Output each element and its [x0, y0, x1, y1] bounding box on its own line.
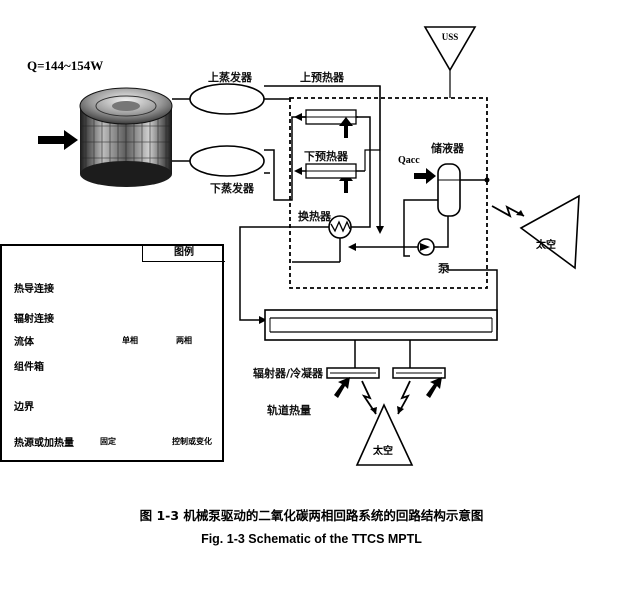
space-label-right: 太空	[536, 240, 556, 251]
figure-caption-english: Fig. 1-3 Schematic of the TTCS MPTL	[201, 532, 422, 546]
uss-label: USS	[441, 32, 459, 42]
legend-radiation: 辐射连接	[14, 314, 54, 325]
legend-fixed: 固定	[100, 437, 116, 446]
legend-heat-source: 热源或加热量	[14, 438, 74, 449]
legend-component-box: 组件箱	[14, 362, 44, 373]
heat-exchanger-label: 换热器	[298, 210, 331, 223]
qacc-heat-arrow	[414, 168, 436, 184]
radiation-link-bottom-right	[397, 380, 411, 415]
lower-preheater-label: 下预热器	[304, 150, 348, 163]
legend-two-phase: 两相	[176, 336, 192, 345]
qacc-label: Qacc	[398, 155, 420, 166]
legend-fluid: 流体	[14, 337, 34, 348]
heat-input-arrow	[38, 130, 78, 150]
upper-evaporator-label: 上蒸发器	[208, 71, 252, 84]
legend-title: 图例	[142, 245, 225, 262]
radiation-link-bottom-left	[361, 380, 377, 415]
legend-conduction: 热导连接	[14, 284, 54, 295]
legend: 图例 热导连接 辐射连接 流体 单相 两相 组件箱 边界 热源或加热量 固定 控…	[0, 244, 225, 462]
upper-preheater-heat-arrow	[339, 117, 353, 138]
orbital-heat-arrow-right	[426, 377, 442, 398]
radiator-shape	[264, 309, 498, 341]
lower-evaporator-shape	[189, 145, 265, 177]
tracker-drum-image	[79, 87, 173, 187]
accumulator-shape	[437, 163, 461, 217]
orbital-heat-arrow-left	[334, 377, 350, 398]
legend-controlled: 控制或变化	[172, 437, 212, 446]
legend-single-phase: 单相	[122, 336, 138, 345]
upper-evaporator-shape	[189, 83, 265, 115]
legend-boundary: 边界	[14, 402, 34, 413]
component-box	[289, 97, 488, 289]
orbital-heat-label: 轨道热量	[267, 404, 311, 417]
pump-label: 泵	[438, 262, 449, 275]
accumulator-label: 储液器	[431, 142, 464, 155]
space-triangle-right	[519, 194, 580, 270]
space-triangle-bottom	[355, 403, 414, 466]
space-label-bottom: 太空	[373, 446, 393, 457]
radiation-link-right	[491, 205, 525, 218]
heat-load-label: Q=144~154W	[27, 58, 104, 73]
figure-caption-chinese: 图 1-3 机械泵驱动的二氧化碳两相回路系统的回路结构示意图	[139, 508, 484, 523]
lower-evaporator-label: 下蒸发器	[210, 182, 254, 195]
upper-preheater-label: 上预热器	[300, 71, 344, 84]
uss-boundary-triangle	[423, 26, 477, 72]
radiator-label: 辐射器/冷凝器	[253, 367, 324, 380]
